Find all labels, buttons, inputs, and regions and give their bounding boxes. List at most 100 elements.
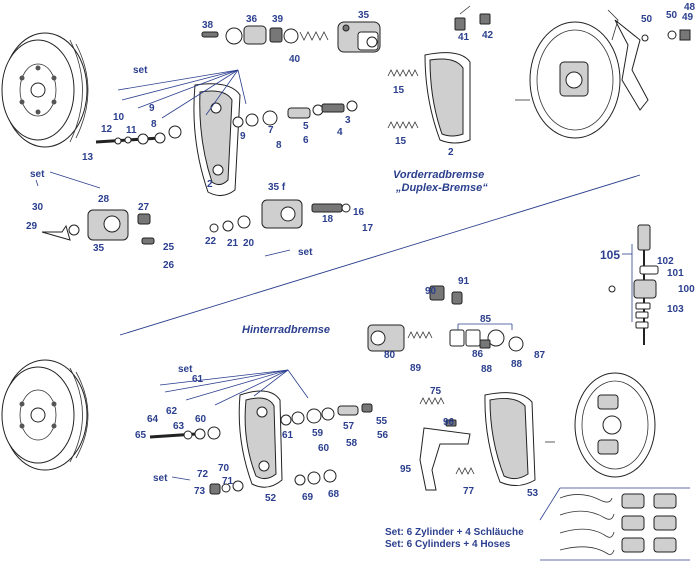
- rear-adjuster-assembly-100-105: [608, 224, 659, 345]
- part-number-labels: 38 36 39 35 40 41 42 50 50 49 48 15 15 2…: [26, 2, 696, 504]
- part-number: 102: [657, 256, 674, 267]
- part-number: 36: [246, 14, 258, 25]
- part-number: 62: [166, 406, 178, 417]
- part-number: 41: [458, 32, 470, 43]
- part-number: 52: [265, 493, 277, 504]
- part-number: 61: [282, 430, 294, 441]
- part-number: 85: [480, 314, 492, 325]
- part-number: 48: [684, 2, 696, 13]
- part-number: 60: [318, 443, 330, 454]
- set-leader-fan-front-left: [35, 171, 101, 189]
- part-number: 64: [147, 414, 159, 425]
- part-number: 15: [395, 136, 407, 147]
- part-number: 72: [197, 469, 209, 480]
- part-number: 71: [222, 476, 234, 487]
- part-number: 59: [312, 428, 324, 439]
- rear-brake-title: Hinterradbremse: [242, 324, 330, 336]
- rear-lower-parts: [209, 469, 337, 495]
- part-number: 3: [345, 115, 351, 126]
- part-number: 40: [289, 54, 301, 65]
- front-brake-title: Vorderradbremse: [393, 169, 484, 181]
- part-number: 4: [337, 127, 343, 138]
- part-number: 91: [458, 276, 470, 287]
- section-divider-upper: [119, 174, 641, 336]
- part-number: 15: [393, 85, 405, 96]
- part-number: 86: [472, 349, 484, 360]
- rear-brake-shoe-left: [238, 390, 283, 488]
- rear-handbrake-lever-95: [419, 397, 555, 491]
- part-number: 60: [195, 414, 207, 425]
- set-leader-fan-rear-low: [171, 476, 191, 481]
- rear-brake-drum: [1, 359, 89, 471]
- part-number: 95: [400, 464, 412, 475]
- part-number: 55: [376, 416, 388, 427]
- part-number: 8: [151, 119, 157, 130]
- front-brake-shoe-left: [193, 83, 241, 196]
- part-number: 77: [463, 486, 475, 497]
- set-label: set: [30, 169, 45, 180]
- part-number: 105: [600, 248, 620, 262]
- part-number: 21: [227, 238, 239, 249]
- part-number: 75: [430, 386, 442, 397]
- part-number: 87: [534, 350, 546, 361]
- part-number: 12: [101, 124, 113, 135]
- front-springs-15: [387, 69, 419, 129]
- part-number: 9: [149, 103, 155, 114]
- part-number: 8: [276, 140, 282, 151]
- rear-backing-plate: [574, 372, 656, 478]
- part-number: 49: [682, 12, 694, 23]
- part-number: 70: [218, 463, 230, 474]
- set-leader-fan-rear-top: [159, 369, 309, 406]
- part-number: 69: [302, 492, 314, 503]
- part-number: 88: [511, 359, 523, 370]
- rear-brake-shoe-right: [484, 392, 536, 486]
- part-number: 50: [666, 10, 678, 21]
- part-number: 9: [240, 131, 246, 142]
- part-number: 6: [303, 135, 309, 146]
- part-number: 96: [443, 417, 455, 428]
- part-number: 5: [303, 121, 309, 132]
- part-number: 56: [377, 430, 389, 441]
- part-number: 89: [410, 363, 422, 374]
- part-number: 61: [192, 374, 204, 385]
- part-number: 35: [93, 243, 105, 254]
- part-number: 2: [207, 179, 213, 190]
- set-leader-fan-front-top: [117, 69, 247, 119]
- part-number: 18: [322, 214, 334, 225]
- bracket-105: [622, 244, 633, 322]
- part-number: 57: [343, 421, 355, 432]
- part-number: 88: [481, 364, 493, 375]
- set-leader-fan-front-mid: [264, 249, 291, 257]
- bracket-set-hoses: [539, 487, 690, 561]
- part-number: 100: [678, 284, 695, 295]
- rear-bolt-65: [149, 426, 221, 440]
- front-pivot-parts: [232, 100, 358, 128]
- front-backing-plate: [515, 19, 649, 139]
- front-brake-drum: [1, 32, 89, 148]
- part-number: 7: [268, 125, 274, 136]
- cylinders-hoses-set: [559, 493, 677, 555]
- front-brake-shoe-right: [424, 52, 471, 144]
- set-label: set: [178, 364, 193, 375]
- part-number: 2: [448, 147, 454, 158]
- part-number: 42: [482, 30, 494, 41]
- part-number: 11: [126, 125, 137, 136]
- part-number: 103: [667, 304, 684, 315]
- part-number: 53: [527, 488, 539, 499]
- part-number: 35: [358, 10, 370, 21]
- front-adjuster-48-50: [607, 9, 691, 42]
- set-label: set: [153, 473, 168, 484]
- part-number: 30: [32, 202, 44, 213]
- part-number: 73: [194, 486, 206, 497]
- part-number: 101: [667, 268, 684, 279]
- part-number: 80: [384, 350, 396, 361]
- part-number: 90: [425, 286, 437, 297]
- front-brake-subtitle: „Duplex-Bremse“: [395, 182, 488, 194]
- part-number: 17: [362, 223, 374, 234]
- set-note-de: Set: 6 Zylinder + 4 Schläuche: [385, 527, 524, 538]
- part-number: 35 f: [268, 182, 286, 193]
- set-label: set: [298, 247, 313, 258]
- part-number: 68: [328, 489, 340, 500]
- front-bolt-13: [95, 125, 182, 145]
